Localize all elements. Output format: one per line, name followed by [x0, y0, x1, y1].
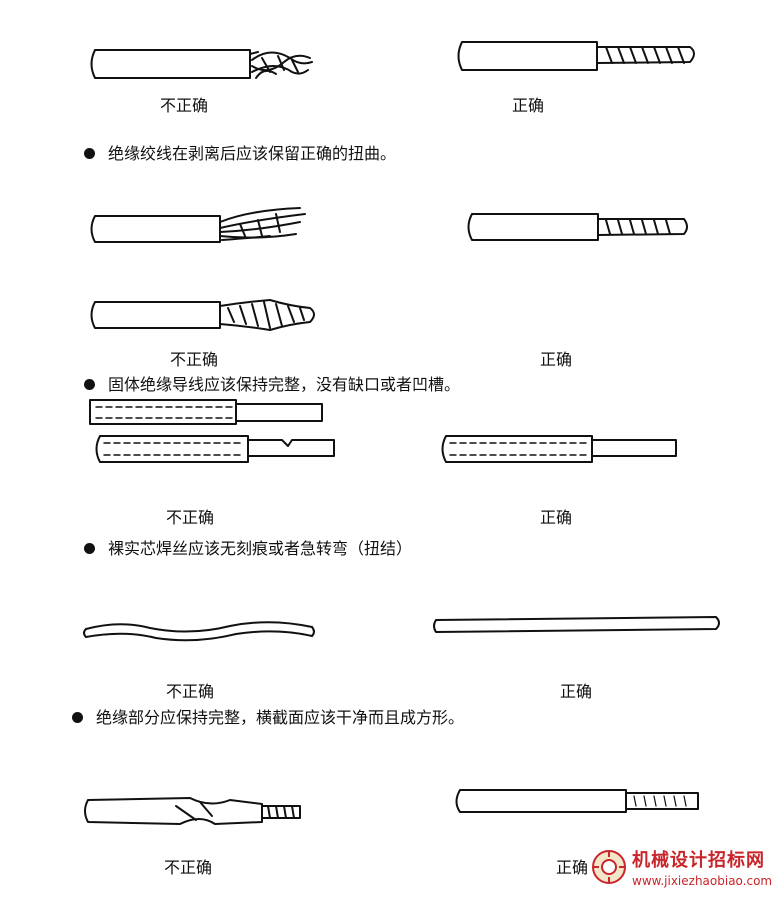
caption-wrong: 不正确	[164, 858, 213, 877]
section-1-text: 绝缘绞线在剥离后应该保留正确的扭曲。	[108, 144, 397, 163]
watermark: 机械设计招标网 www.jixiezhaobiao.com	[588, 844, 784, 900]
bare-wrong	[83, 621, 315, 642]
solid-right	[441, 435, 677, 463]
caption-right: 正确	[540, 350, 573, 369]
caption-right: 正确	[556, 858, 589, 877]
section-4-text: 绝缘部分应保持完整，横截面应该干净而且成方形。	[96, 708, 465, 727]
insulation-right	[455, 789, 699, 813]
stranded-wrong-1	[90, 207, 306, 243]
bare-right	[433, 616, 720, 633]
caption-wrong: 不正确	[160, 96, 209, 115]
bullet-icon	[84, 543, 95, 554]
stranded-right	[467, 213, 688, 241]
section-3-text: 裸实芯焊丝应该无刻痕或者急转弯（扭结）	[108, 539, 413, 558]
bullet-icon	[84, 148, 95, 159]
wire-twist-right	[457, 41, 695, 71]
caption-right: 正确	[560, 682, 593, 701]
section-3-bullet: 裸实芯焊丝应该无刻痕或者急转弯（扭结）	[84, 541, 412, 557]
caption-wrong: 不正确	[170, 350, 219, 369]
stranded-wrong-2	[90, 299, 315, 331]
caption-wrong: 不正确	[166, 682, 215, 701]
watermark-url[interactable]: www.jixiezhaobiao.com	[632, 874, 773, 888]
section-2-bullet: 固体绝缘导线应该保持完整，没有缺口或者凹槽。	[84, 377, 460, 393]
caption-right: 正确	[540, 508, 573, 527]
caption-wrong: 不正确	[166, 508, 215, 527]
section-4-bullet: 绝缘部分应保持完整，横截面应该干净而且成方形。	[72, 710, 464, 726]
bullet-icon	[84, 379, 95, 390]
wire-twist-wrong	[90, 49, 313, 79]
solid-wrong-1	[89, 399, 323, 425]
wm-logo-icon	[592, 850, 626, 884]
solid-wrong-2	[95, 435, 335, 463]
bullet-icon	[72, 712, 83, 723]
watermark-name: 机械设计招标网	[632, 850, 765, 871]
caption-right: 正确	[512, 96, 545, 115]
section-2-text: 固体绝缘导线应该保持完整，没有缺口或者凹槽。	[108, 375, 461, 394]
insulation-wrong	[84, 797, 301, 825]
section-1-bullet: 绝缘绞线在剥离后应该保留正确的扭曲。	[84, 146, 396, 162]
